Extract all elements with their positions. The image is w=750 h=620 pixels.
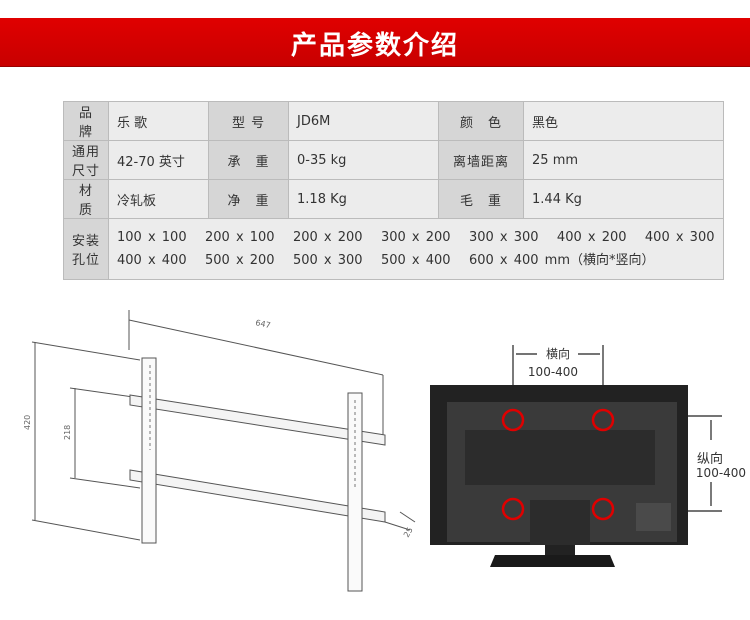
spec-label: 毛 重: [438, 179, 525, 219]
spec-label: 净 重: [208, 179, 290, 219]
spec-label: 离墙距离: [438, 140, 525, 180]
spec-value: 黑色: [523, 101, 724, 141]
bracket-diagram: 647 420 218 25: [23, 310, 722, 592]
spec-label: 通用尺寸: [62, 140, 110, 180]
mount-holes-value: 100 x 100 200 x 100 200 x 200 300 x 200 …: [108, 218, 724, 280]
mount-hole-markers: [501, 408, 615, 521]
spec-value: 42-70 英寸: [108, 140, 210, 180]
spec-label: 安装孔位: [62, 218, 110, 280]
dim-height: 420: [23, 415, 32, 430]
spec-label: 承 重: [208, 140, 290, 180]
vertical-range: 100-400: [695, 466, 747, 480]
spec-value: 乐 歌: [108, 101, 210, 141]
page-title: 产品参数介绍: [290, 31, 459, 61]
spec-label: 颜 色: [438, 101, 525, 141]
mount-line-2: 400 x 400 500 x 200 500 x 300 500 x 400 …: [117, 253, 655, 268]
spec-value: 0-35 kg: [288, 140, 440, 180]
spec-value: 冷轧板: [108, 179, 210, 219]
spec-label: 材 质: [62, 179, 110, 219]
spec-value: 1.18 Kg: [288, 179, 440, 219]
spec-label: 型 号: [208, 101, 290, 141]
horizontal-label: 横向: [545, 347, 570, 361]
spec-value: 25 mm: [523, 140, 724, 180]
dim-depth: 25: [402, 526, 415, 539]
dim-inner: 218: [63, 425, 72, 440]
vertical-label: 纵向: [696, 452, 723, 467]
spec-value: JD6M: [288, 101, 440, 141]
tv-back-image: [430, 385, 688, 567]
spec-label: 品 牌: [62, 101, 110, 141]
title-banner: 产品参数介绍: [0, 18, 750, 67]
table-row: 安装孔位 100 x 100 200 x 100 200 x 200 300 x…: [62, 218, 724, 280]
mount-line-1: 100 x 100 200 x 100 200 x 200 300 x 200 …: [117, 230, 715, 245]
spec-value: 1.44 Kg: [523, 179, 724, 219]
horizontal-range: 100-400: [527, 365, 579, 379]
dim-width: 647: [255, 318, 272, 330]
